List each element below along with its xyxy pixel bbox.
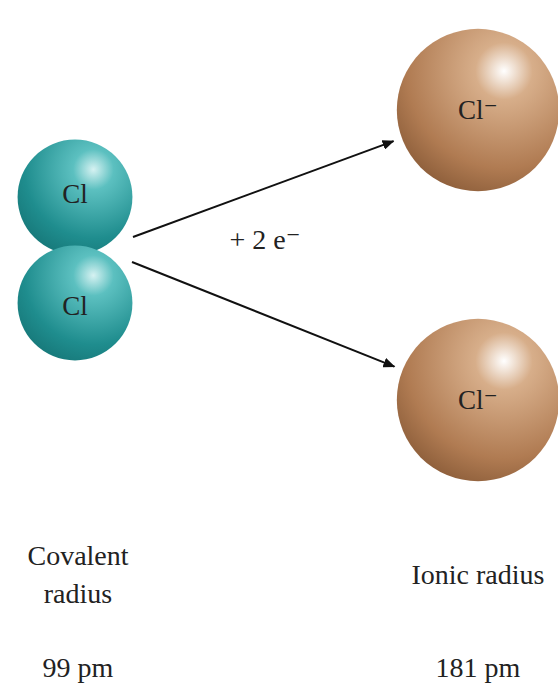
atom-symbol: Cl — [62, 179, 88, 210]
reaction-arrow — [133, 141, 394, 237]
electron-gain-label: + 2 e⁻ — [210, 221, 320, 259]
chlorine-atom: Cl — [17, 139, 133, 255]
radius-value: 99 pm — [3, 649, 153, 687]
atom-symbol: Cl⁻ — [458, 384, 498, 416]
chloride-ion: Cl⁻ — [396, 28, 558, 192]
chloride-ion: Cl⁻ — [396, 318, 558, 482]
radius-type-label: Covalent radius — [3, 537, 153, 613]
atom-symbol: Cl — [62, 291, 88, 322]
atom-symbol: Cl⁻ — [458, 94, 498, 126]
radius-value: 181 pm — [403, 649, 553, 687]
radius-type-label: Ionic radius — [403, 556, 553, 594]
chlorine-atom: Cl — [17, 245, 133, 361]
reaction-arrow — [132, 262, 394, 367]
